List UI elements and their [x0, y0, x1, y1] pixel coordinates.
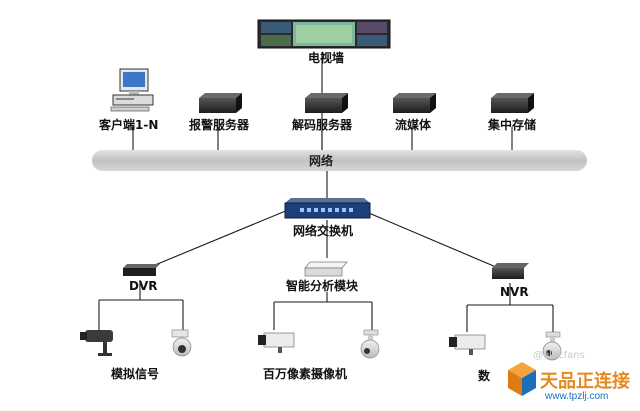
alarm-server-label: 报警服务器 — [189, 118, 250, 132]
storage-server-icon — [491, 93, 534, 113]
stream-media-label: 流媒体 — [395, 118, 432, 132]
decode-server-icon — [305, 93, 348, 113]
bullet-camera-icon — [80, 330, 113, 356]
network-bus — [92, 150, 587, 171]
analysis-module-label: 智能分析模块 — [286, 279, 359, 293]
box-camera-icon — [258, 332, 295, 353]
stream-server-icon — [393, 93, 436, 113]
connection-lines — [98, 52, 554, 332]
video-wall-icon — [257, 19, 391, 49]
link-switch-nvr — [349, 204, 504, 271]
box-camera-icon — [449, 334, 486, 355]
watermark-brand: 天品正连接 — [540, 371, 630, 392]
watermark-url: www.tpzlj.com — [545, 391, 609, 402]
central-storage-label: 集中存储 — [488, 118, 537, 132]
nvr-label: NVR — [500, 285, 529, 299]
dvr-icon — [123, 264, 160, 276]
digital-camera-label: 数 — [478, 369, 491, 383]
tv-wall-label: 电视墙 — [308, 51, 345, 65]
analog-signal-label: 模拟信号 — [111, 367, 160, 381]
client-label: 客户端1-N — [99, 118, 159, 132]
ptz-camera-icon — [360, 329, 380, 359]
nvr-icon — [492, 263, 529, 279]
watermark-faint: @elecfans — [533, 350, 585, 361]
network-switch-label: 网络交换机 — [293, 224, 354, 238]
analysis-module-icon — [304, 261, 348, 277]
network-switch-icon — [284, 198, 371, 219]
dome-camera-icon — [171, 329, 192, 357]
link-switch-dvr — [142, 204, 301, 271]
ptz-camera-icon — [542, 331, 562, 361]
computer-icon — [110, 68, 154, 112]
megapixel-camera-label: 百万像素摄像机 — [263, 367, 348, 381]
watermark-cube-icon — [508, 362, 536, 396]
alarm-server-icon — [199, 93, 242, 113]
network-bus-label: 网络 — [309, 154, 334, 168]
dvr-label: DVR — [129, 279, 158, 293]
decode-server-label: 解码服务器 — [292, 118, 353, 132]
